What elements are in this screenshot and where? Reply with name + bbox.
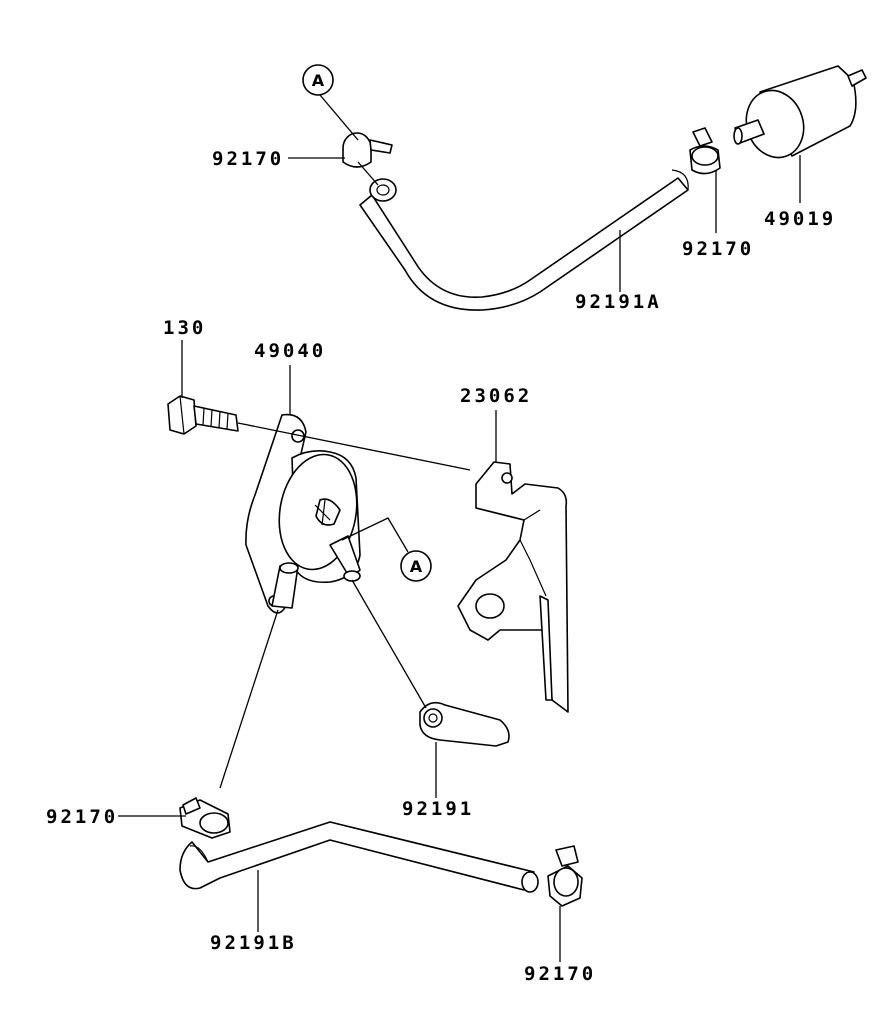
clamp-92170-top-right [689, 127, 721, 175]
bracket-23062 [457, 461, 569, 713]
clamp-92170-bottom-right [547, 845, 583, 907]
hose-92191a [359, 169, 689, 311]
ref-a-top-label: A [312, 71, 325, 90]
label-92170-bottom-left: 92170 [46, 806, 118, 828]
label-23062: 23062 [460, 385, 532, 407]
label-49040: 49040 [254, 340, 326, 362]
label-92191: 92191 [402, 798, 474, 820]
label-92191b: 92191B [210, 932, 297, 954]
fuel-filter-49019 [733, 65, 867, 159]
hose-92191 [419, 701, 510, 747]
bolt-130 [167, 395, 239, 435]
leader-lines [118, 94, 801, 962]
ref-a-pump: A [400, 550, 432, 582]
fuel-pump-49040 [245, 413, 361, 614]
label-92170-bottom-right: 92170 [524, 963, 596, 985]
clamp-92170-top-left [342, 132, 393, 168]
label-92191a: 92191A [575, 291, 662, 313]
label-130: 130 [163, 317, 206, 339]
ref-a-top: A [302, 64, 334, 96]
ref-a-pump-label: A [410, 557, 423, 576]
label-92170-top-left: 92170 [212, 148, 284, 170]
label-49019: 49019 [764, 208, 836, 230]
label-92170-top-right: 92170 [682, 238, 754, 260]
clamp-92170-bottom-left [179, 797, 231, 839]
hose-92191b [179, 821, 539, 893]
